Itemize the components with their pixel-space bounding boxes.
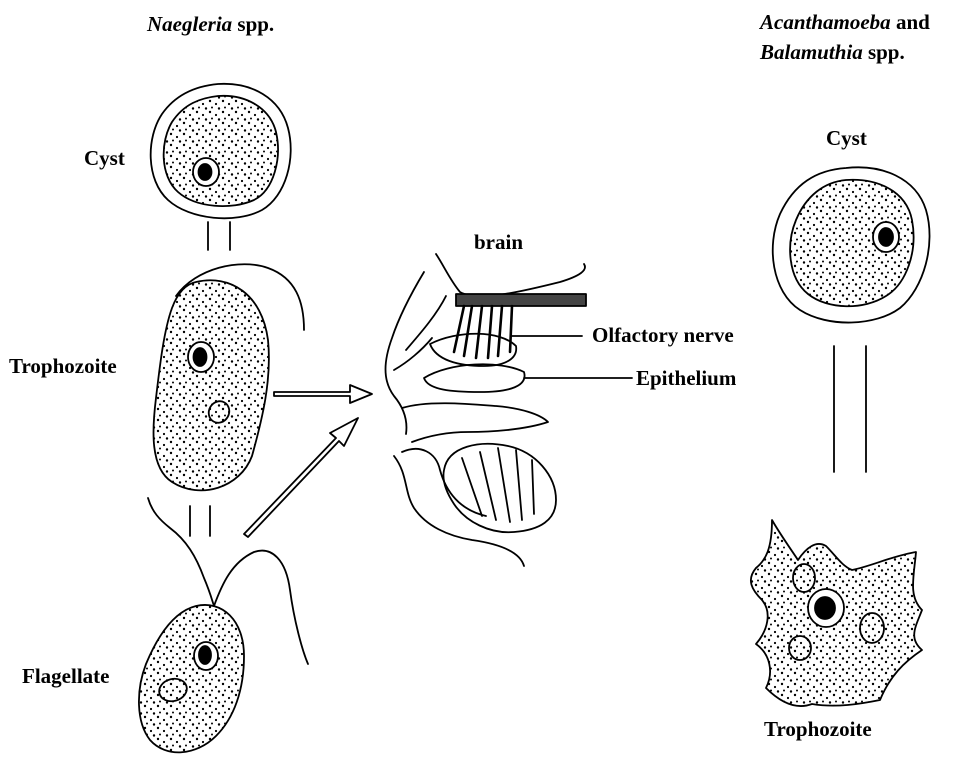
naegleria-flagellate-label: Flagellate xyxy=(22,666,109,687)
acanthamoeba-heading: Acanthamoeba and xyxy=(760,12,930,33)
balamuthia-heading: Balamuthia spp. xyxy=(760,42,905,63)
naegleria-trophozoite-label: Trophozoite xyxy=(9,356,117,377)
naegleria-flagellate-icon xyxy=(139,498,308,752)
acanthamoeba-trophozoite-label: Trophozoite xyxy=(764,719,872,740)
brain-label: brain xyxy=(474,232,523,253)
naegleria-heading: Naegleria spp. xyxy=(147,14,274,35)
arrow-diagonal-icon xyxy=(244,418,358,537)
acanthamoeba-cyst-icon xyxy=(773,167,930,322)
nasal-cavity-diagram xyxy=(386,254,587,566)
arrow-right-icon xyxy=(274,385,372,403)
acanthamoeba-trophozoite-icon xyxy=(751,520,922,706)
naegleria-trophozoite-icon xyxy=(153,264,304,490)
olfactory-nerve-label: Olfactory nerve xyxy=(592,325,734,346)
naegleria-cyst-icon xyxy=(151,84,291,218)
acanthamoeba-cyst-label: Cyst xyxy=(826,128,867,149)
epithelium-label: Epithelium xyxy=(636,368,736,389)
naegleria-cyst-label: Cyst xyxy=(84,148,125,169)
